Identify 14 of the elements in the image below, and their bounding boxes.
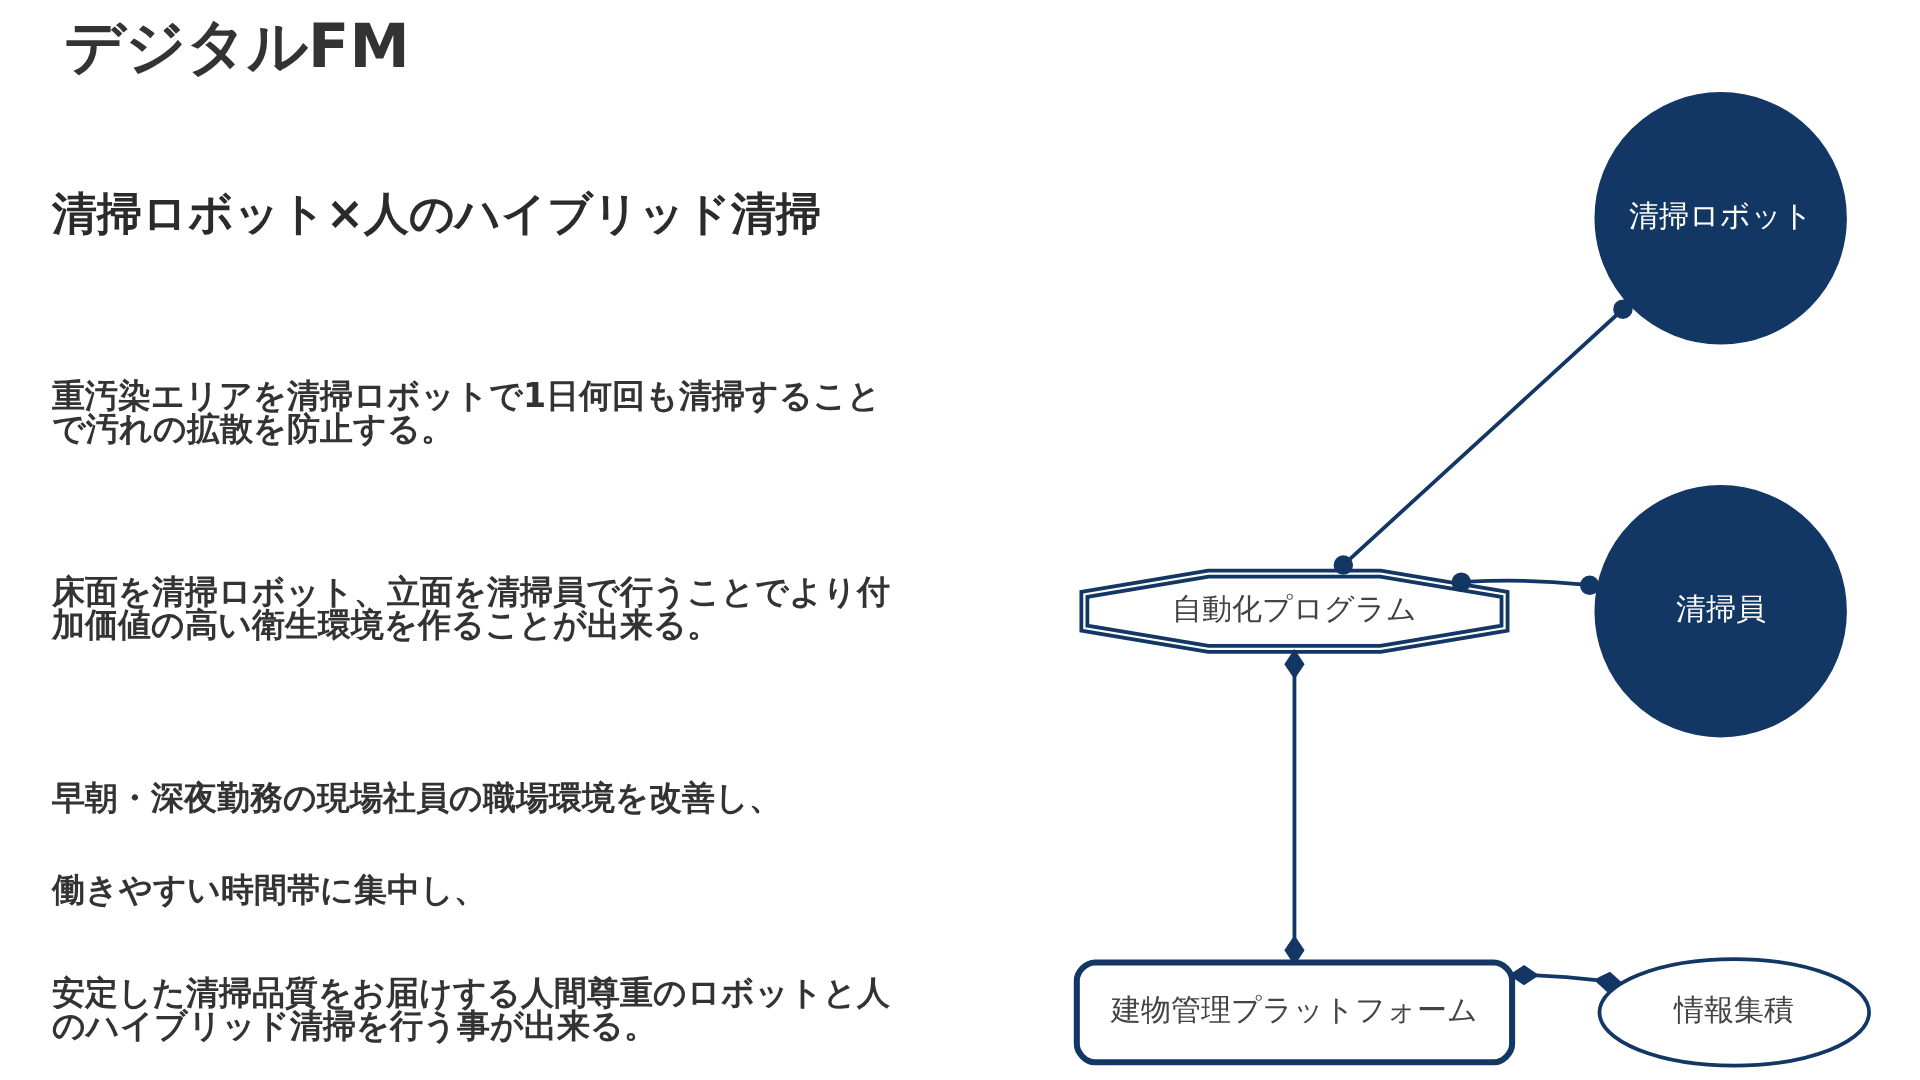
label: 床面を清掃ロボット、立面を清掃員で行うことでより付加価値の高い衛生環境を作ることが出来る。 — [51, 572, 890, 645]
label: 働きやすい時間帯に集中し、 — [51, 869, 487, 909]
node-circle: 清掃ロボット — [1593, 92, 1847, 345]
diagram-title: デジタルFM — [63, 11, 410, 82]
connector — [1333, 299, 1633, 575]
node-ellipse: 情報集積 — [1597, 957, 1871, 1068]
label: 安定した清掃品質をお届けする人間尊重のロボットと人のハイブリッド清掃を行う事が出来る。 — [51, 973, 890, 1046]
label: 重汚染エリアを清掃ロボットで1日何回も清掃することで汚れの拡散を防止する。 — [51, 375, 881, 448]
connector — [1283, 648, 1305, 966]
label: 早朝・深夜勤務の現場社員の職場環境を改善し、 — [51, 777, 782, 817]
label: 清掃ロボット×人のハイブリッド清掃 — [51, 186, 821, 240]
connector — [1451, 572, 1599, 595]
node-box: 建物管理プラットフォーム — [1073, 959, 1515, 1066]
node-circle: 清掃員 — [1593, 485, 1847, 738]
